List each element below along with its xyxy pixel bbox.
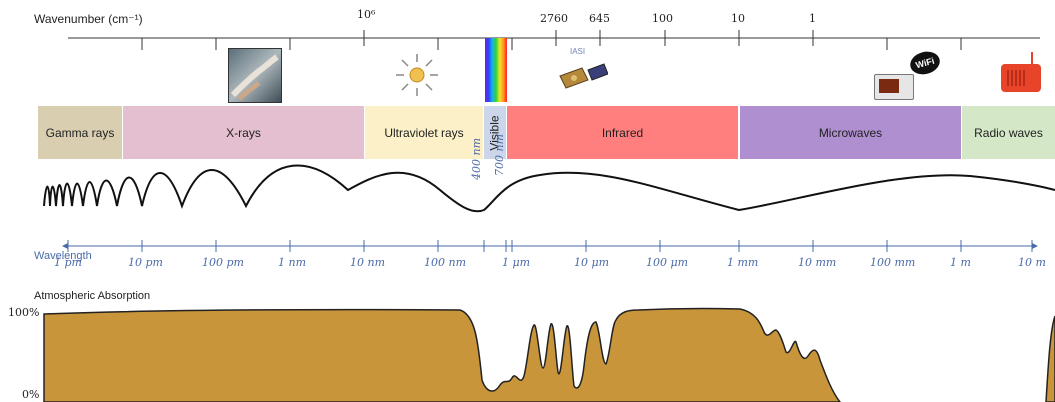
band-radio: Radio waves	[962, 106, 1055, 159]
wavenumber-axis	[68, 30, 1040, 50]
wavenumber-tick: 1	[809, 12, 816, 25]
wavelength-tick: 1 pm	[54, 256, 82, 269]
absorption-area	[43, 307, 841, 402]
wavelength-tick: 1 μm	[502, 256, 531, 269]
satellite-icon	[559, 63, 608, 89]
satellite-label: IASI	[570, 47, 586, 56]
axis-arrow-right	[1032, 243, 1038, 249]
band-label: Ultraviolet rays	[384, 125, 464, 140]
wavenumber-tick: 2760	[540, 12, 568, 25]
band-label: Gamma rays	[45, 125, 115, 140]
wavelength-tick: 1 m	[950, 256, 971, 269]
band-visible: Visible	[484, 106, 506, 159]
wavelength-tick: 1 mm	[727, 256, 759, 269]
band-xray: X-rays	[123, 106, 364, 159]
band-label: Microwaves	[818, 125, 883, 140]
absorption-100-label: 100%	[8, 306, 40, 319]
microwave-oven-icon	[874, 74, 914, 100]
wavelength-tick: 10 μm	[574, 256, 610, 269]
wavelength-tick: 10 m	[1018, 256, 1046, 269]
wavenumber-tick: 10⁶	[357, 8, 376, 21]
wavelength-tick: 100 pm	[202, 256, 244, 269]
wavelength-tick: 10 mm	[798, 256, 837, 269]
wavelength-tick: 1 nm	[278, 256, 307, 269]
wavelength-tick: 10 nm	[350, 256, 386, 269]
wavelength-label: Wavelength	[34, 250, 92, 262]
band-microwaves: Microwaves	[740, 106, 961, 159]
wavelength-tick: 10 pm	[128, 256, 163, 269]
wavelength-tick: 100 mm	[870, 256, 916, 269]
xray-hand-icon	[230, 54, 279, 101]
xray-image-icon	[228, 48, 282, 103]
absorption-area-right	[1045, 315, 1055, 402]
sun-icon	[396, 54, 438, 96]
axis-arrow-left	[62, 243, 68, 249]
wave-curve	[43, 164, 1055, 213]
band-label: X-rays	[226, 125, 261, 140]
wavenumber-tick: 100	[652, 12, 673, 25]
wavelength-axis	[67, 240, 1033, 252]
wavenumber-tick: 645	[589, 12, 610, 25]
wavelength-tick: 100 nm	[424, 256, 467, 269]
band-label: Radio waves	[974, 125, 1043, 140]
absorption-title: Atmospheric Absorption	[34, 290, 151, 302]
band-gamma: Gamma rays	[38, 106, 122, 159]
wavelength-tick: 100 μm	[646, 256, 689, 269]
wavenumber-tick: 10	[731, 12, 745, 25]
radio-icon	[1001, 52, 1041, 92]
absorption-0-label: 0%	[22, 388, 40, 401]
wavenumber-label: Wavenumber (cm⁻¹)	[34, 12, 143, 26]
band-infrared: Infrared	[507, 106, 738, 159]
band-ultraviolet: Ultraviolet rays	[365, 106, 483, 159]
spectrum-bar-icon	[485, 38, 507, 102]
visible-upper-bound: 700 nm	[493, 133, 506, 176]
visible-lower-bound: 400 nm	[470, 137, 483, 180]
band-label: Infrared	[601, 125, 644, 140]
